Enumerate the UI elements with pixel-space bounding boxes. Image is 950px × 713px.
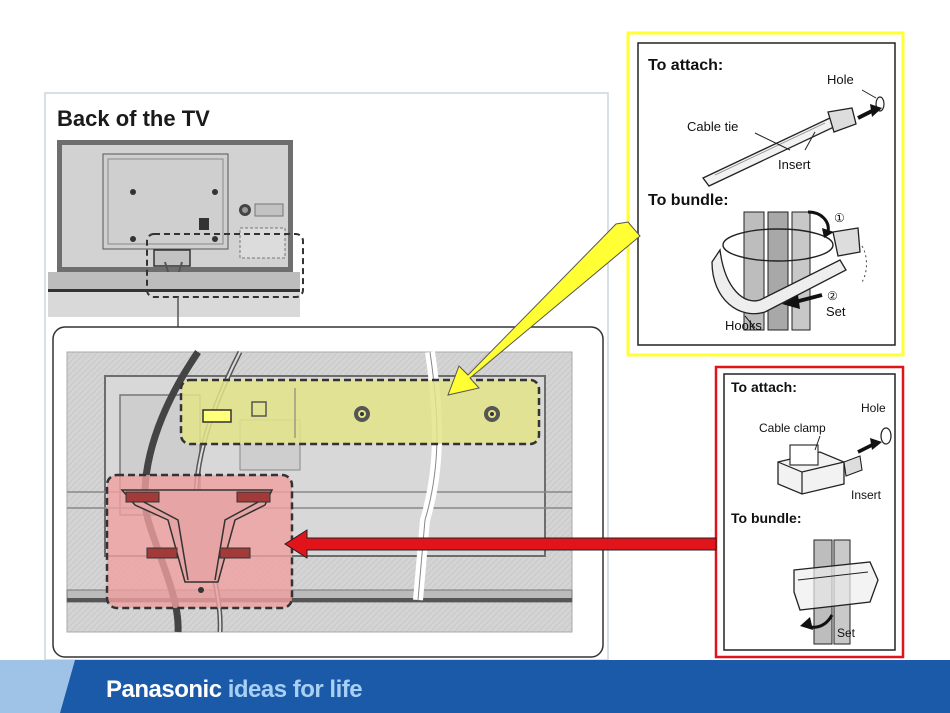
clamp-attach-title: To attach:: [731, 379, 797, 395]
brand-logo: Panasonic ideas for life: [106, 676, 362, 704]
tie-hooks-label: Hooks: [725, 318, 762, 333]
cable-clamp-panel: To attach: Hole Cable clamp Insert To bu…: [716, 367, 903, 657]
tie-hole-label: Hole: [827, 72, 854, 87]
zoom-detail: [53, 327, 603, 657]
clamp-insert-label: Insert: [851, 488, 882, 502]
brand-name: Panasonic: [106, 676, 222, 703]
tv-back-illustration: [48, 133, 303, 328]
clamp-bundle-title: To bundle:: [731, 510, 802, 526]
back-of-tv-panel: Back of the TV: [45, 93, 608, 660]
clamp-hole-label: Hole: [861, 401, 886, 415]
back-of-tv-title: Back of the TV: [57, 106, 210, 131]
tie-bundle-title: To bundle:: [648, 192, 729, 209]
tie-cable-tie-label: Cable tie: [687, 119, 738, 134]
tie-attach-title: To attach:: [648, 57, 723, 74]
tie-step-1: ①: [834, 211, 845, 225]
clamp-set-label: Set: [837, 626, 856, 640]
brand-tagline: ideas for life: [228, 676, 362, 703]
tie-step-2: ②: [827, 289, 838, 303]
tie-set-label: Set: [826, 304, 846, 319]
tie-insert-label: Insert: [778, 157, 811, 172]
cable-tie-panel: To attach: Hole Cable tie Insert To bund…: [628, 33, 903, 355]
clamp-cable-clamp-label: Cable clamp: [759, 421, 826, 435]
